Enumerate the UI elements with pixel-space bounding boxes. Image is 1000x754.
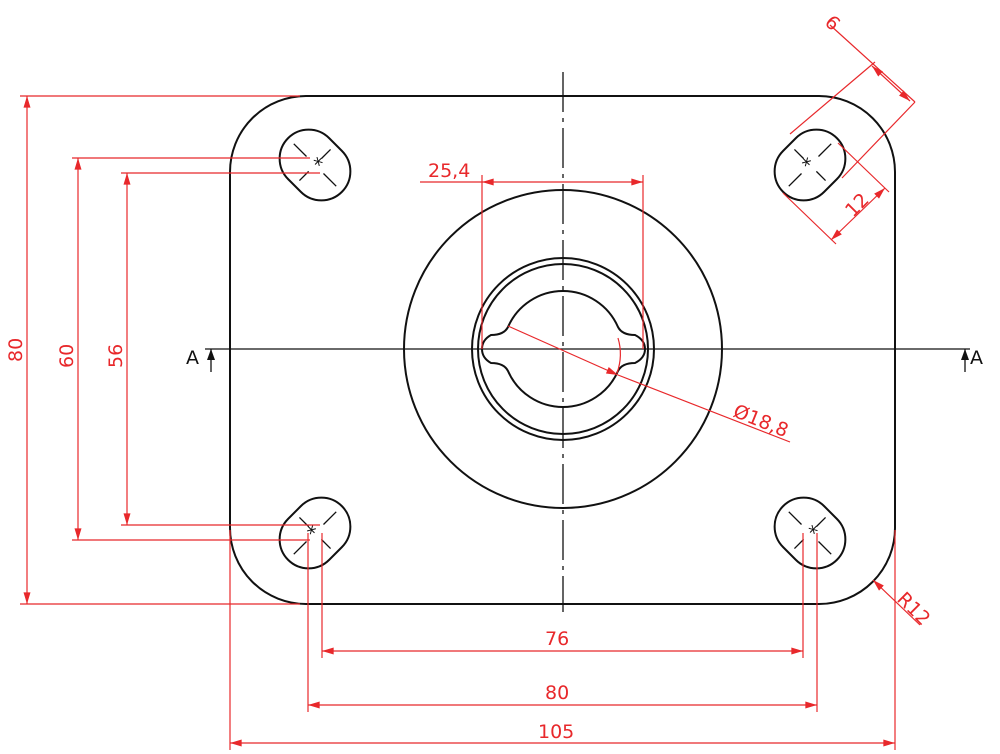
svg-text:R12: R12: [892, 588, 934, 630]
svg-text:25,4: 25,4: [428, 160, 470, 182]
dim-slot-width: 9: [789, 10, 916, 179]
dim-overall-height: 80: [5, 95, 300, 605]
dim-hole-spacing-outer-h: 80: [307, 533, 818, 712]
dim-hole-spacing-outer-v: 60: [56, 157, 310, 541]
slot-top-right: *: [773, 128, 847, 202]
svg-text:105: 105: [538, 721, 574, 743]
section-marker-right: A: [961, 347, 983, 372]
svg-text:80: 80: [5, 338, 27, 362]
svg-text:60: 60: [56, 344, 78, 368]
dim-bore-diameter: Ø18,8: [507, 325, 791, 443]
dim-hole-spacing-inner-v: 56: [105, 172, 320, 526]
svg-text:80: 80: [545, 682, 569, 704]
dim-bore-width: 25,4: [420, 160, 644, 349]
slot-bottom-left: *: [278, 496, 352, 570]
slot-bottom-right: *: [773, 496, 847, 570]
svg-text:Ø18,8: Ø18,8: [730, 400, 791, 442]
svg-text:56: 56: [105, 344, 127, 368]
svg-text:76: 76: [545, 628, 569, 650]
ring-outer: [471, 257, 655, 441]
dim-corner-radius: R12: [872, 579, 934, 630]
svg-text:9: 9: [821, 10, 845, 34]
section-label-right: A: [970, 347, 983, 369]
dim-overall-width: 105: [229, 530, 896, 750]
ring-inner: [477, 263, 649, 435]
boss-circle: [403, 189, 723, 509]
section-marker-left: A: [186, 347, 215, 372]
section-label-left: A: [186, 347, 199, 369]
dim-hole-spacing-inner-h: 76: [321, 533, 804, 658]
slot-top-left: *: [278, 128, 352, 202]
svg-text:12: 12: [841, 189, 874, 222]
